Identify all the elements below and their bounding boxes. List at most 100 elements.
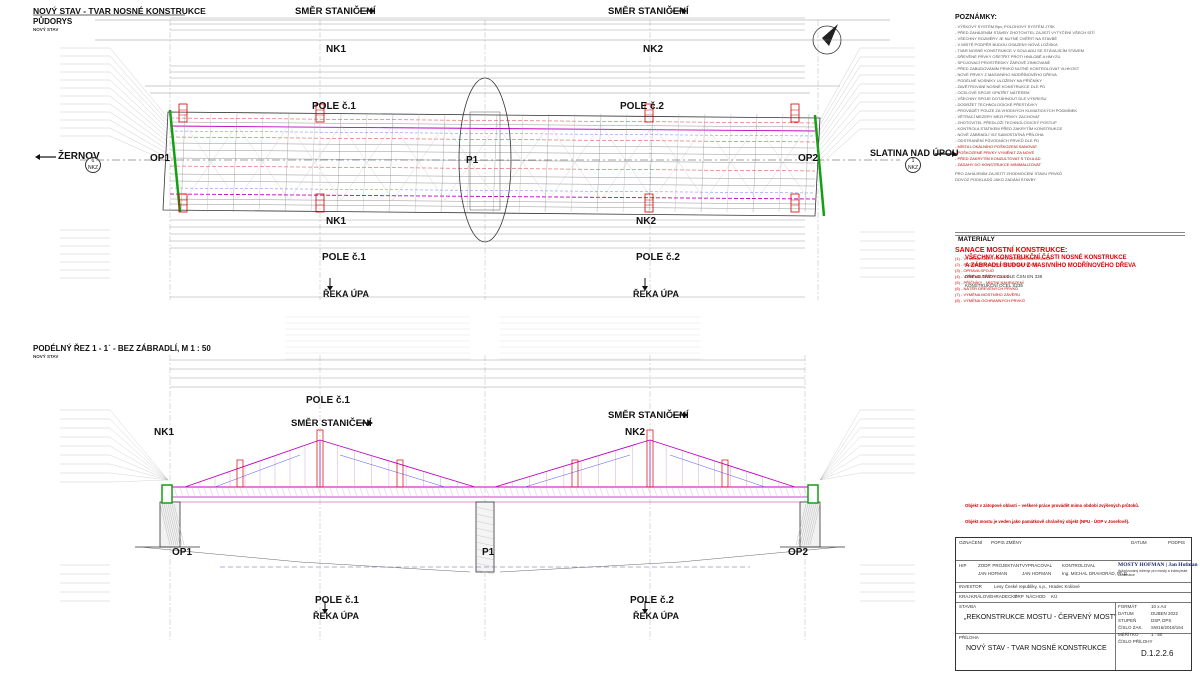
plan-crossbeam-23 <box>778 113 784 213</box>
plan-brace-b-3 <box>340 124 394 201</box>
section-deck-hatch-264 <box>263 487 268 497</box>
section-deck-hatch-618 <box>617 487 622 497</box>
note-line-red-0: - MÍSTA LOKÁLNÍHO POŠKOZENÍ SANOVAT <box>955 144 1038 149</box>
section-deck-hatch-396 <box>395 487 400 497</box>
plan-brace-b-0 <box>184 124 238 201</box>
materials-sub-1: DŘEVO TŘÍDY C24 DLE ČSN EN 338 <box>965 274 1043 279</box>
plan-crossbeam-19 <box>674 113 680 213</box>
section-deck-hatch-792 <box>791 487 796 497</box>
section-deck-hatch-216 <box>215 487 220 497</box>
section-deck-hatch-426 <box>425 487 430 497</box>
section-deck-hatch-288 <box>287 487 292 497</box>
section-leader-left-diag-5 <box>109 454 169 481</box>
section-truss-1-left-chord <box>184 439 321 488</box>
plan-crossbeam-21 <box>726 113 732 213</box>
note-line-0: - VÝŠKOVÝ SYSTÉM Bpv, POLOHOVÝ SYSTÉM JT… <box>955 24 1055 29</box>
direction-arrow-plan-1-head <box>370 8 375 14</box>
plan-longitudinal-4 <box>169 136 816 143</box>
section-deck-hatch-654 <box>653 487 658 497</box>
section-deck-hatch-684 <box>683 487 688 497</box>
section-pier-hatch-1 <box>475 513 495 519</box>
pier-p1-section: P1 <box>482 547 495 558</box>
sanace-line-6: (7) - VÝMĚNA MOSTNÍHO ZÁVĚRU <box>955 292 1021 297</box>
tb-rev-header-1: OZNAČENÍ <box>959 540 983 545</box>
section-deck-hatch-516 <box>515 487 520 497</box>
tb-orp-label: ORP <box>1014 594 1024 599</box>
plan-deck-outline <box>162 111 821 217</box>
tb-format: 10 x A4 <box>1151 604 1167 609</box>
section-deck-hatch-678 <box>677 487 682 497</box>
tb-datum: DUBEN 2022 <box>1151 611 1179 616</box>
section-deck-hatch-744 <box>743 487 748 497</box>
tb-stupen-label: STUPEŇ <box>1118 618 1137 623</box>
section-deck-hatch-312 <box>311 487 316 497</box>
tb-name-2: JAN HOFMAN <box>1022 571 1052 576</box>
section-pier-hatch-2 <box>475 520 495 526</box>
tb-stupen: DSP, DPS <box>1151 618 1172 623</box>
sanace-panel: SANACE MOSTNÍ KONSTRUKCE: (1) - VÝMĚNA Č… <box>955 247 1185 304</box>
pier-p1-plan: P1 <box>466 155 479 166</box>
tb-kraj-label: KRAJ <box>959 594 971 599</box>
river-arrow-head-1 <box>642 286 648 291</box>
tb-kraj: KRÁLOVÉHRADECKÝ <box>971 594 1018 599</box>
note-line-19: - ODSTRANĚNÍ PŮVODNÍCH PRVKŮ DLE PD <box>955 138 1040 143</box>
tb-name-3: Ing. MICHAL DRAHORÁD, Ph.D. <box>1062 571 1129 576</box>
section-leader-right-diag-5 <box>819 454 861 481</box>
section-deck-hatch-510 <box>509 487 514 497</box>
note-line-9: - PODÉLNÉ NOSNÍKY ULOŽENY NA PŘÍČNÍKY <box>955 78 1042 83</box>
abutment-op2-section: OP2 <box>788 547 809 558</box>
section-deck-hatch-222 <box>221 487 226 497</box>
divider-2 <box>955 232 1185 233</box>
tb-row-roles <box>956 560 1191 561</box>
plan-crossbeam-2 <box>232 113 238 213</box>
tb-cislo-label: ČÍSLO ZAK. <box>1118 625 1143 630</box>
plan-leader-left-top-diag-2 <box>109 63 169 127</box>
section-deck-hatch-378 <box>377 487 382 497</box>
plan-brace-b-8 <box>600 124 654 201</box>
section-deck-hatch-582 <box>581 487 586 497</box>
span-label-nk2-section: NK2 <box>625 427 646 438</box>
section-deck-hatch-408 <box>407 487 412 497</box>
span-label-nk1-top: NK1 <box>326 44 347 55</box>
section-abutment-op1-hatch-0 <box>159 503 171 546</box>
section-deck-hatch-726 <box>725 487 730 497</box>
section-deck-hatch-462 <box>461 487 466 497</box>
section-deck-beam <box>164 486 816 498</box>
section-abutment-op1-hatch-7 <box>173 503 185 546</box>
notes-list: - VÝŠKOVÝ SYSTÉM Bpv, POLOHOVÝ SYSTÉM JT… <box>955 24 1185 144</box>
section-abutment-op1-hatch-5 <box>169 503 181 546</box>
note-line-16: - ZHOTOVITEL PŘEDLOŽÍ TECHNOLOGICKÝ POST… <box>955 120 1057 125</box>
section-deck-hatch-642 <box>641 487 646 497</box>
section-post-3 <box>571 459 579 488</box>
section-deck-hatch-552 <box>551 487 556 497</box>
plan-crossbeam-3 <box>258 113 264 213</box>
plan-longitudinal-9 <box>169 173 816 180</box>
plan-leader-right-diag-6 <box>819 101 861 151</box>
note-line-1: - PŘED ZAHÁJENÍM STAVBY ZHOTOVITEL ZAJIS… <box>955 30 1095 35</box>
section-sublabel: NOVÝ STAV <box>33 354 59 359</box>
materials-sub-2: KONSTRUKČNÍ OCEL S235 <box>965 283 1023 288</box>
plan-longitudinal-11 <box>169 187 816 194</box>
plan-leader-left-top-diag-9 <box>109 119 169 155</box>
span-label-nk1-section: NK1 <box>154 427 175 438</box>
section-leader-left-diag-7 <box>109 472 169 481</box>
section-deck-hatch-252 <box>251 487 256 497</box>
plan-leader-left-top-diag-11 <box>109 135 169 163</box>
section-deck-hatch-438 <box>437 487 442 497</box>
note-line-2: - VŠECHNY ROZMĚRY JE NUTNÉ OVĚŘIT NA STA… <box>955 36 1058 41</box>
plan-crossbeam-4 <box>284 113 290 213</box>
section-abutment-op1-hatch-4 <box>167 503 179 546</box>
section-deck-hatch-774 <box>773 487 778 497</box>
section-deck-hatch-768 <box>767 487 772 497</box>
tb-datum-label: DATUM <box>1118 611 1134 616</box>
section-leader-left-diag-6 <box>109 463 169 481</box>
plan-post-7 <box>790 193 800 213</box>
section-deck-hatch-498 <box>497 487 502 497</box>
section-leader-left-diag-3 <box>109 436 169 481</box>
tb-meritko-label: MĚŘÍTKO <box>1118 632 1139 637</box>
section-abutment-op1-bearing <box>161 484 173 504</box>
section-deck-hatch-762 <box>761 487 766 497</box>
section-deck-hatch-480 <box>479 487 484 497</box>
tb-priloha-label: PŘÍLOHA <box>959 635 979 640</box>
